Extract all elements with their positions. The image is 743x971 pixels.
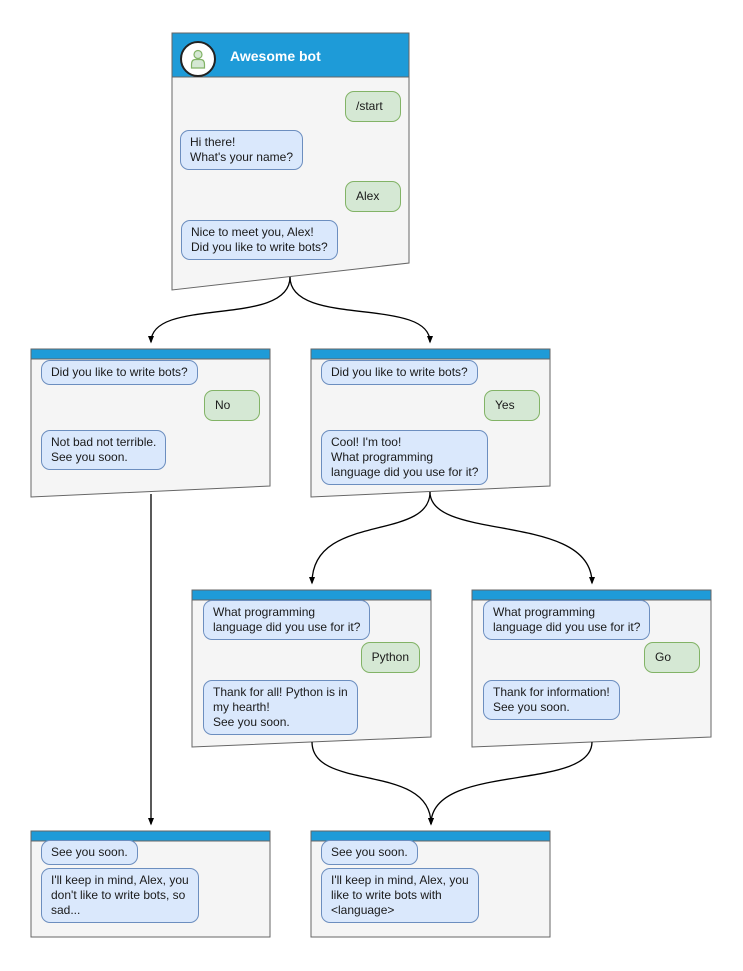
window-lang-python-header-bar xyxy=(191,589,432,601)
bot-message-bubble: Hi there! What's your name? xyxy=(180,130,304,170)
bot-message-bubble: See you soon. xyxy=(321,840,418,865)
bot-message-bubble: Thank for information! See you soon. xyxy=(483,680,620,720)
bot-message-bubble: Did you like to write bots? xyxy=(41,360,198,385)
user-message-bubble: Yes xyxy=(484,390,540,421)
arrow-go-to-end xyxy=(428,741,593,826)
bot-message-bubble: See you soon. xyxy=(41,840,138,865)
arrow-yes-to-python xyxy=(309,491,431,585)
bot-avatar xyxy=(180,41,216,77)
user-message-bubble: /start xyxy=(345,91,401,122)
arrow-start-to-no xyxy=(148,276,291,344)
bot-message-bubble: Cool! I'm too! What programming language… xyxy=(321,430,489,485)
bot-message-bubble: Thank for all! Python is in my hearth! S… xyxy=(203,680,358,735)
bot-message-bubble: I'll keep in mind, Alex, you like to wri… xyxy=(321,868,479,923)
window-end-no-header-bar xyxy=(30,830,271,842)
bot-name-title: Awesome bot xyxy=(230,48,321,64)
bot-message-bubble: What programming language did you use fo… xyxy=(203,600,371,640)
user-message-bubble: Python xyxy=(360,642,420,673)
window-branch-no-header-bar xyxy=(30,348,271,360)
arrow-python-to-end xyxy=(311,741,434,826)
arrow-yes-to-go xyxy=(429,491,595,585)
bot-message-bubble: Nice to meet you, Alex! Did you like to … xyxy=(181,220,338,260)
window-lang-go-header-bar xyxy=(471,589,712,601)
person-icon xyxy=(190,49,206,69)
bot-message-bubble: Did you like to write bots? xyxy=(321,360,478,385)
window-branch-yes-header-bar xyxy=(310,348,551,360)
user-message-bubble: Alex xyxy=(345,181,401,212)
user-message-bubble: Go xyxy=(644,642,700,673)
user-message-bubble: No xyxy=(204,390,260,421)
bot-message-bubble: What programming language did you use fo… xyxy=(483,600,651,640)
arrow-start-to-yes xyxy=(289,276,433,344)
bot-message-bubble: Not bad not terrible. See you soon. xyxy=(41,430,167,470)
bot-message-bubble: I'll keep in mind, Alex, you don't like … xyxy=(41,868,199,923)
window-end-yes-header-bar xyxy=(310,830,551,842)
